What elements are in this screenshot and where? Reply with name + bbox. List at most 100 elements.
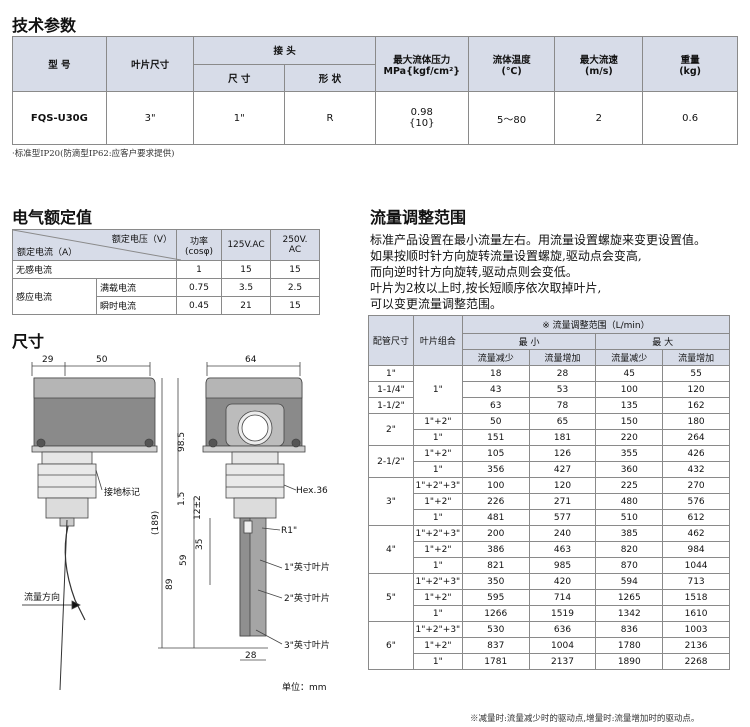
hex-label: Hex.36 <box>296 486 328 496</box>
flow-value-cell: 180 <box>662 413 730 430</box>
dimensions-title: 尺寸 <box>12 332 45 351</box>
flow-value-cell: 594 <box>595 573 664 590</box>
flow-value-cell: 386 <box>461 541 530 558</box>
header-joint-size: 尺 寸 <box>193 63 286 92</box>
flow-value-cell: 1781 <box>461 653 530 670</box>
dim-189: (189) <box>151 511 161 535</box>
flow-value-cell: 870 <box>595 557 664 574</box>
corner-voltage: 额定电压（V） <box>111 235 172 245</box>
combo-cell: 1" <box>412 653 463 670</box>
flow-value-cell: 50 <box>461 413 530 430</box>
row-label: 感应电流 <box>12 278 97 315</box>
table-cell: 15 <box>270 296 320 315</box>
flow-value-cell: 1610 <box>662 605 730 622</box>
dimension-drawing: 29 50 64 98.5 1.5 12±2 (189) 35 59 89 28… <box>22 355 330 693</box>
flow-value-cell: 530 <box>461 621 530 638</box>
flow-value-cell: 151 <box>461 429 530 446</box>
dim-35: 35 <box>195 539 205 550</box>
flow-value-cell: 28 <box>528 365 597 382</box>
table-cell: 1 <box>176 260 222 279</box>
dim-50: 50 <box>96 355 108 365</box>
flow-value-cell: 53 <box>528 381 597 398</box>
flow-paragraph: 标准产品设置在最小流量左右。用流量设置螺旋来变更设置值。 如果按顺时针方向旋转流… <box>370 232 740 312</box>
flow-value-cell: 1890 <box>595 653 664 670</box>
header-max: 最 大 <box>595 333 730 350</box>
combo-cell: 1" <box>412 365 463 414</box>
flow-value-cell: 463 <box>528 541 597 558</box>
flow-value-cell: 714 <box>528 589 597 606</box>
flow-value-cell: 577 <box>528 509 597 526</box>
flow-value-cell: 713 <box>662 573 730 590</box>
flow-value-cell: 1004 <box>528 637 597 654</box>
flow-value-cell: 226 <box>461 493 530 510</box>
header-min: 最 小 <box>461 333 597 350</box>
flow-value-cell: 612 <box>662 509 730 526</box>
cell-model: FQS-U30G <box>12 91 107 145</box>
header-max-inc: 流量增加 <box>662 349 730 366</box>
paragraph-line: 而向逆时针方向旋转,驱动点则会变低。 <box>370 265 578 279</box>
header-model: 型 号 <box>12 36 107 92</box>
row-label: 无感电流 <box>12 260 177 279</box>
header-joint: 接 头 <box>193 36 376 65</box>
table-cell: 15 <box>270 260 320 279</box>
flow-value-cell: 426 <box>662 445 730 462</box>
table-cell: 15 <box>221 260 271 279</box>
flow-footnote: ※减量时:流量减少时的驱动点,增量时:流量增加时的驱动点。 <box>470 714 700 724</box>
cell-pressure: 0.98{10} <box>374 91 469 145</box>
table-cell: 0.75 <box>176 278 222 297</box>
flow-value-cell: 271 <box>528 493 597 510</box>
flow-value-cell: 595 <box>461 589 530 606</box>
paragraph-line: 叶片为2枚以上时,按长短顺序依次取掉叶片, <box>370 281 602 295</box>
combo-cell: 1" <box>412 605 463 622</box>
flow-value-cell: 78 <box>528 397 597 414</box>
table-cell: 3.5 <box>221 278 271 297</box>
header-range: ※ 流量调整范围（L/min） <box>461 315 731 334</box>
flow-value-cell: 480 <box>595 493 664 510</box>
flow-value-cell: 45 <box>595 365 664 382</box>
combo-cell: 1"+2"+3" <box>412 621 463 638</box>
dim-28: 28 <box>245 651 257 661</box>
flow-value-cell: 356 <box>461 461 530 478</box>
header-min-inc: 流量增加 <box>528 349 597 366</box>
header-combo: 叶片组合 <box>412 315 463 366</box>
flow-value-cell: 270 <box>662 477 730 494</box>
header-temp: 流体温度(℃) <box>467 36 556 92</box>
pipe-size-cell: 2" <box>368 413 414 446</box>
flow-value-cell: 264 <box>662 429 730 446</box>
combo-cell: 1"+2" <box>412 493 463 510</box>
header-weight: 重量(kg) <box>642 36 738 92</box>
flow-value-cell: 837 <box>461 637 530 654</box>
dim-29: 29 <box>42 355 54 365</box>
flow-value-cell: 150 <box>595 413 664 430</box>
flow-value-cell: 126 <box>528 445 597 462</box>
flow-value-cell: 105 <box>461 445 530 462</box>
flow-value-cell: 43 <box>461 381 530 398</box>
flow-value-cell: 240 <box>528 525 597 542</box>
flow-value-cell: 1780 <box>595 637 664 654</box>
corner-diagonal <box>13 230 181 260</box>
flow-range-table: 配管尺寸 叶片组合 ※ 流量调整范围（L/min） 最 小 最 大 流量减少 流… <box>368 315 731 670</box>
flow-value-cell: 385 <box>595 525 664 542</box>
flow-value-cell: 1044 <box>662 557 730 574</box>
combo-cell: 1" <box>412 509 463 526</box>
col-125v: 125V.AC <box>221 229 271 261</box>
table-cell: 2.5 <box>270 278 320 297</box>
combo-cell: 1"+2"+3" <box>412 525 463 542</box>
flow-title: 流量调整范围 <box>370 208 467 227</box>
combo-cell: 1" <box>412 557 463 574</box>
flow-value-cell: 432 <box>662 461 730 478</box>
flow-value-cell: 100 <box>461 477 530 494</box>
blade3-label: 3"英寸叶片 <box>284 639 330 651</box>
flow-value-cell: 1265 <box>595 589 664 606</box>
combo-cell: 1"+2" <box>412 541 463 558</box>
corner-cell: 额定电压（V） 额定电流（A） <box>12 229 181 261</box>
dim-1-5: 1.5 <box>177 492 187 506</box>
